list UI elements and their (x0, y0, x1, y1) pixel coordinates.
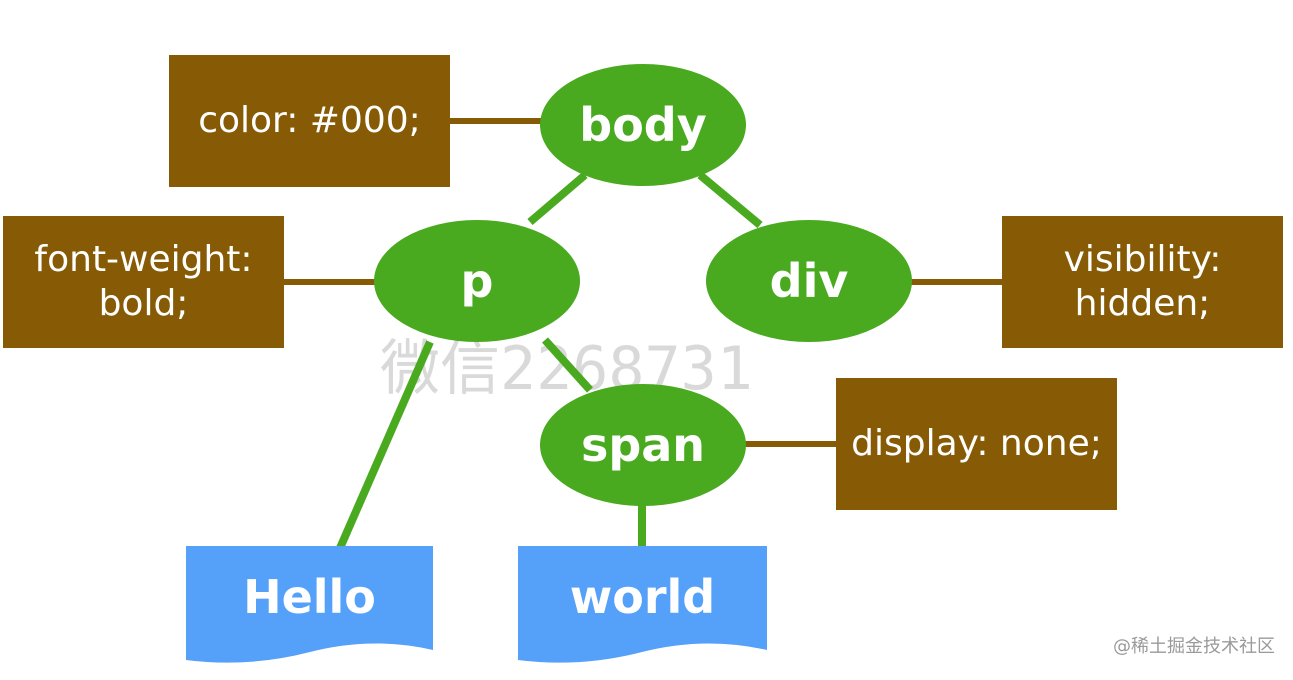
hello-leaf: Hello (186, 546, 433, 666)
edge-p-hello (336, 340, 434, 550)
span-node: span (540, 384, 746, 506)
credit-text: @稀土掘金技术社区 (1113, 636, 1275, 657)
world-leaf-shape (518, 546, 767, 663)
edge-p-span (542, 337, 593, 393)
hello-leaf-label: Hello (243, 570, 376, 624)
hello-leaf-shape (186, 546, 433, 663)
body-rule-box: color: #000; (169, 55, 450, 187)
span-rule-text: display: none; (851, 423, 1102, 464)
edge-body-div (697, 171, 763, 229)
div-rule-box: visibility: hidden; (1002, 216, 1283, 348)
div-node: div (706, 220, 912, 342)
p-node: p (374, 220, 580, 342)
p-rule-box: font-weight: bold; (3, 216, 284, 348)
p-node-label: p (460, 254, 494, 308)
body-node: body (540, 64, 746, 186)
world-leaf: world (518, 546, 767, 666)
body-rule-text: color: #000; (198, 100, 421, 141)
body-node-label: body (579, 98, 707, 152)
world-leaf-label: world (569, 570, 716, 624)
div-rule-text: visibility: hidden; (1063, 239, 1222, 324)
edge-body-p (527, 171, 588, 226)
span-node-label: span (580, 418, 706, 472)
div-node-label: div (769, 254, 849, 308)
p-rule-text: font-weight: bold; (34, 239, 253, 324)
span-rule-box: display: none; (836, 378, 1117, 510)
